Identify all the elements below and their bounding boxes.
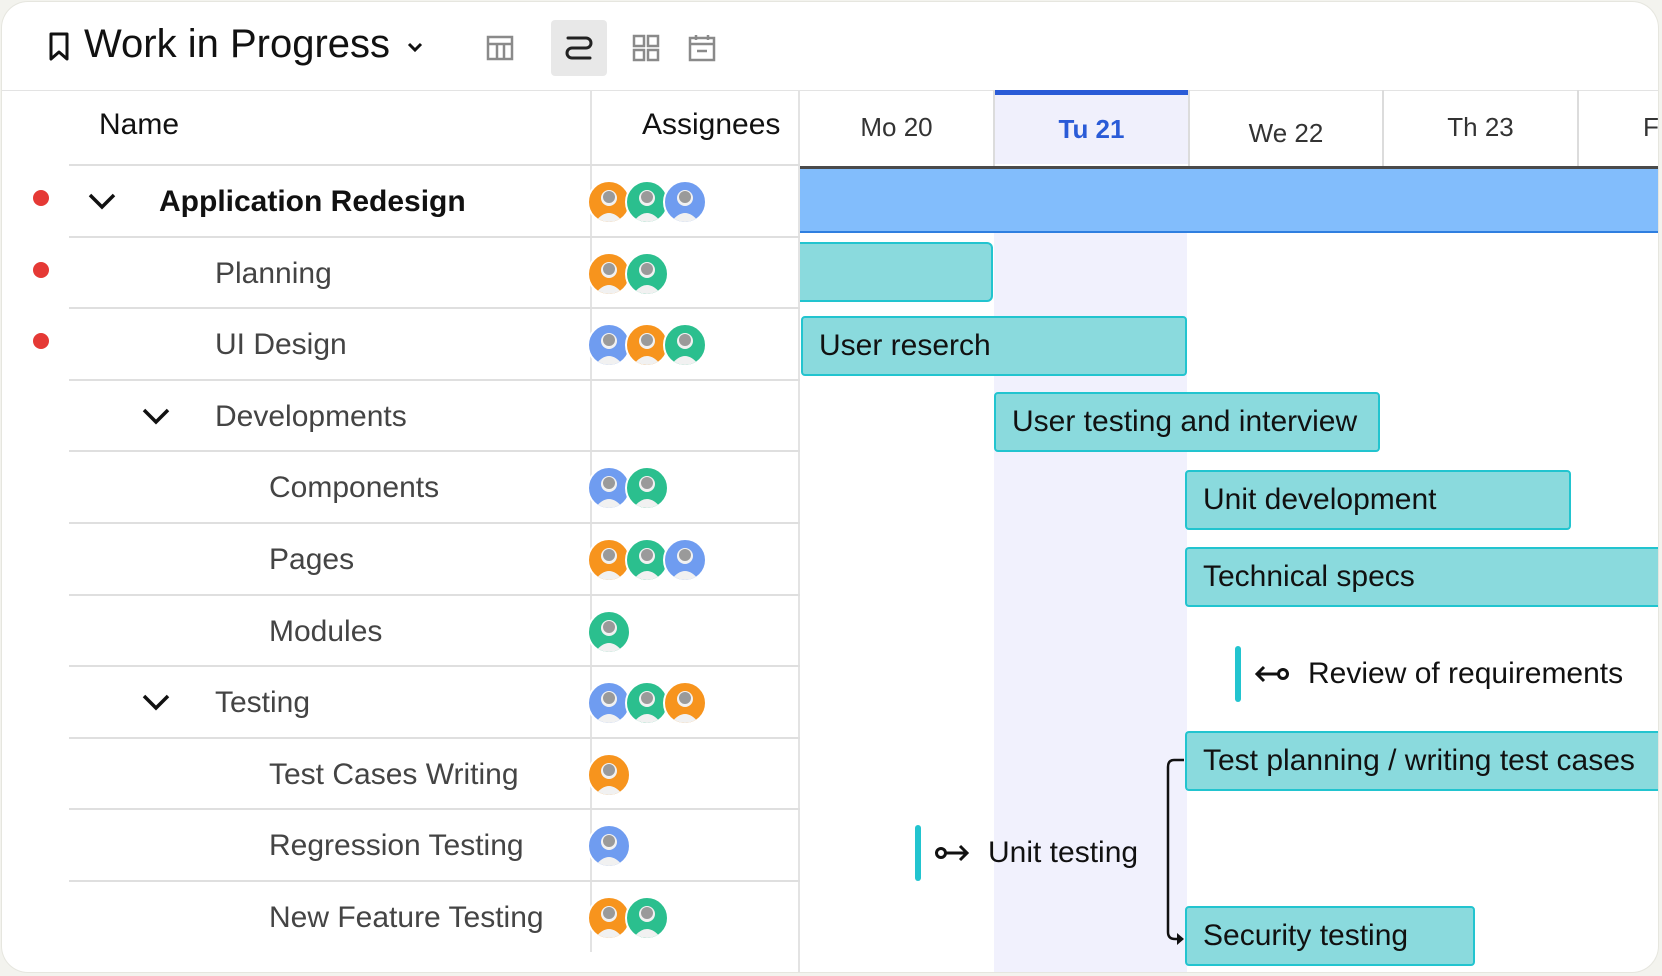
table-row[interactable]: Test Cases Writing	[69, 737, 800, 810]
grid-view-button[interactable]	[472, 20, 528, 76]
task-bar-user-research[interactable]: User reserch	[801, 316, 1187, 376]
milestone-label-unit-testing: Unit testing	[988, 836, 1139, 869]
calendar-view-icon	[688, 35, 716, 62]
dependency-right-icon	[935, 844, 970, 862]
assignee-avatars[interactable]	[587, 323, 707, 367]
gantt-view-icon	[565, 36, 593, 60]
row-label: Regression Testing	[269, 829, 524, 862]
today-column-highlight	[994, 169, 1187, 972]
milestone-marker[interactable]	[915, 825, 921, 881]
avatar[interactable]	[625, 180, 669, 224]
day-header-today: Tu 21	[995, 90, 1188, 164]
task-bar-planning[interactable]	[800, 242, 993, 302]
avatar[interactable]	[625, 252, 669, 296]
avatar[interactable]	[625, 896, 669, 940]
table-row[interactable]: Pages	[69, 522, 800, 595]
row-label: Developments	[215, 400, 407, 433]
row-label: Test Cases Writing	[269, 758, 519, 791]
avatar[interactable]	[587, 323, 631, 367]
avatar[interactable]	[625, 323, 669, 367]
expand-chevron-icon[interactable]	[87, 192, 117, 212]
avatar[interactable]	[587, 681, 631, 725]
gantt-view-button[interactable]	[551, 20, 607, 76]
table-row[interactable]: New Feature Testing	[69, 880, 800, 953]
expand-chevron-icon[interactable]	[141, 407, 171, 427]
avatar[interactable]	[663, 323, 707, 367]
row-label: Application Redesign	[159, 185, 466, 218]
avatar[interactable]	[625, 466, 669, 510]
table-row[interactable]: Developments	[69, 379, 800, 452]
assignee-avatars[interactable]	[587, 466, 669, 510]
avatar[interactable]	[663, 180, 707, 224]
assignee-avatars[interactable]	[587, 252, 669, 296]
avatar[interactable]	[587, 610, 631, 654]
toolbar: Work in Progress	[2, 2, 1658, 91]
board-view-icon	[632, 34, 660, 62]
milestone-label-review: Review of requirements	[1308, 657, 1624, 690]
table-row[interactable]: Planning	[69, 236, 800, 309]
avatar[interactable]	[587, 252, 631, 296]
dependency-left-icon	[1254, 665, 1289, 683]
priority-dot	[33, 333, 49, 349]
assignee-avatars[interactable]	[587, 824, 631, 868]
table-row[interactable]: Application Redesign	[69, 164, 800, 237]
summary-bar-application-redesign[interactable]	[800, 169, 1658, 233]
day-divider	[993, 90, 995, 166]
day-header: Mo 20	[860, 111, 933, 142]
assignee-avatars[interactable]	[587, 538, 707, 582]
row-label: Pages	[269, 543, 355, 576]
assignee-avatars[interactable]	[587, 180, 707, 224]
table-row[interactable]: Testing	[69, 665, 800, 738]
assignee-avatars[interactable]	[587, 681, 707, 725]
table-row[interactable]: Modules	[69, 594, 800, 667]
day-header: We 22	[1248, 117, 1324, 148]
bookmark-icon	[49, 32, 69, 61]
assignee-avatars[interactable]	[587, 896, 669, 940]
task-bar-test-planning[interactable]: Test planning / writing test cases	[1185, 731, 1658, 791]
view-title[interactable]: Work in Progress	[84, 22, 391, 66]
column-header-name[interactable]: Name	[99, 108, 180, 141]
column-header-assignees[interactable]: Assignees	[642, 108, 781, 141]
grid-view-icon	[486, 35, 514, 61]
assignee-avatars[interactable]	[587, 610, 631, 654]
assignee-avatars[interactable]	[587, 753, 631, 797]
task-bar-unit-development[interactable]: Unit development	[1185, 470, 1571, 530]
row-label: Planning	[215, 257, 332, 290]
avatar[interactable]	[587, 824, 631, 868]
avatar[interactable]	[587, 896, 631, 940]
chevron-down-icon[interactable]	[407, 42, 423, 54]
task-bar-technical-specs[interactable]: Technical specs	[1185, 547, 1658, 607]
day-header: F	[1643, 111, 1658, 142]
row-label: Testing	[215, 686, 311, 719]
table-row[interactable]: UI Design	[69, 307, 800, 380]
avatar[interactable]	[587, 753, 631, 797]
day-divider	[1188, 90, 1190, 166]
expand-chevron-icon[interactable]	[141, 693, 171, 713]
priority-dot	[33, 190, 49, 206]
milestone-marker[interactable]	[1235, 646, 1241, 702]
calendar-view-button[interactable]	[674, 20, 730, 76]
row-label: UI Design	[215, 328, 347, 361]
table-row[interactable]: Components	[69, 450, 800, 523]
day-header: Th 23	[1447, 111, 1514, 142]
column-divider	[590, 90, 592, 952]
timeline-header-border	[800, 166, 1658, 169]
avatar[interactable]	[587, 180, 631, 224]
row-label: Modules	[269, 615, 383, 648]
avatar[interactable]	[663, 538, 707, 582]
task-bar-security-testing[interactable]: Security testing	[1185, 906, 1475, 966]
row-label: New Feature Testing	[269, 901, 544, 934]
day-divider	[1382, 90, 1384, 166]
dependency-arrow[interactable]	[1162, 757, 1192, 947]
day-divider	[1577, 90, 1579, 166]
table-row[interactable]: Regression Testing	[69, 808, 800, 881]
row-label: Components	[269, 471, 440, 504]
task-bar-user-testing[interactable]: User testing and interview	[994, 392, 1380, 452]
priority-dot	[33, 262, 49, 278]
grid-timeline-divider[interactable]	[798, 90, 800, 972]
avatar[interactable]	[663, 681, 707, 725]
board-view-button[interactable]	[618, 20, 674, 76]
